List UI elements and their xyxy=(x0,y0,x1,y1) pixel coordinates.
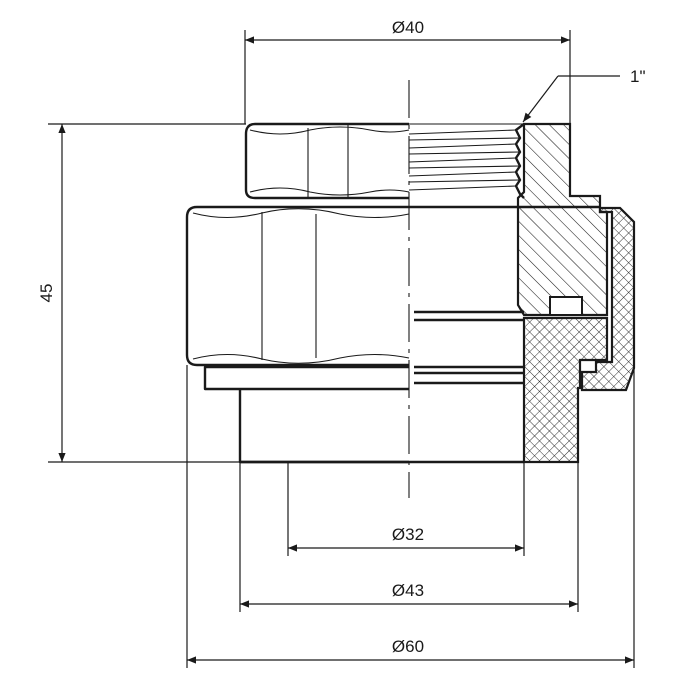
body-section-crosshatch xyxy=(522,316,609,464)
seal-block xyxy=(549,296,583,316)
label-height: 45 xyxy=(37,284,56,303)
section-hatching xyxy=(516,122,636,464)
socket xyxy=(238,389,524,464)
dim-thread: 1" xyxy=(522,67,646,123)
dim-socket-diameter: Ø43 xyxy=(239,462,579,612)
nut-section-hatch xyxy=(516,122,609,317)
label-top-diameter: Ø40 xyxy=(392,18,424,37)
label-inner-diameter: Ø32 xyxy=(392,525,424,544)
label-thread: 1" xyxy=(630,67,646,86)
dim-height: 45 xyxy=(37,123,246,463)
thread-lines xyxy=(408,123,525,199)
upper-nut xyxy=(244,122,410,200)
sleeve-section-crosshatch xyxy=(580,206,636,392)
large-hex-body xyxy=(185,205,600,367)
label-socket-diameter: Ø43 xyxy=(392,581,424,600)
dim-top-diameter: Ø40 xyxy=(244,18,571,124)
bore-lines xyxy=(414,310,524,322)
dim-outer-diameter: Ø60 xyxy=(186,365,635,668)
collar xyxy=(203,365,524,391)
label-outer-diameter: Ø60 xyxy=(392,637,424,656)
dim-inner-diameter: Ø32 xyxy=(287,462,525,556)
